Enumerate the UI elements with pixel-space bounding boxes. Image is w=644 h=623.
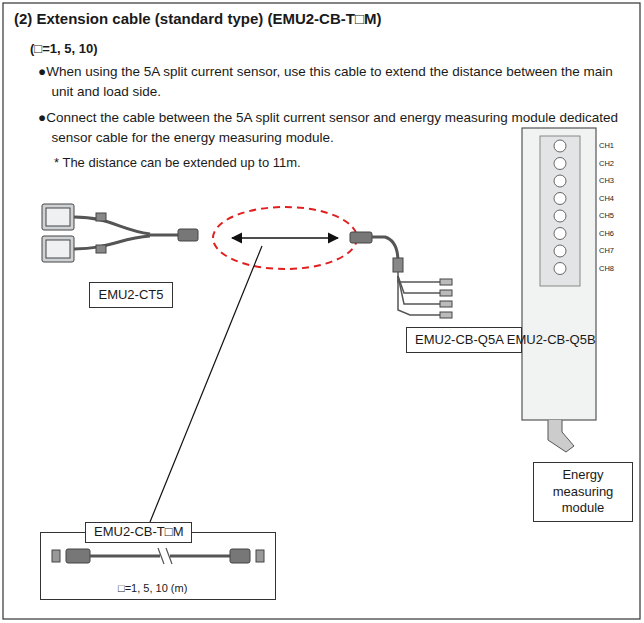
cable-group-box: EMU2-CB-T□M□=1, 5, 10 (m) [40,532,276,600]
terminal [554,193,566,205]
channel-label: CH2 [599,159,614,170]
energy-module-unit [522,128,596,452]
part-label-box: EMU2-CB-Q5A EMU2-CB-Q5B [406,327,522,354]
group-heading: EMU2-CB-T□M [85,522,192,543]
part-label-box: Energy measuring module [533,462,633,523]
terminal [554,210,566,222]
channel-label: CH3 [599,176,614,187]
current-sensor [42,204,198,262]
part-label-box: EMU2-CT5 [89,282,172,309]
bullet-note: ●Connect the cable between the 5A split … [38,108,636,147]
terminal [554,175,566,187]
terminal [554,263,566,275]
channel-label: CH8 [599,264,614,275]
part-name: EMU2-CB-Q5A EMU2-CB-Q5B [415,332,513,349]
distance-arrow [232,237,338,239]
channel-label: CH1 [599,141,614,152]
size-note: □=1, 5, 10 (m) [118,581,187,595]
terminal [554,158,566,170]
extension-cable [52,548,264,564]
sensor-cable [350,232,452,318]
subtitle: (□=1, 5, 10) [30,40,97,59]
channel-label: CH5 [599,211,614,222]
extension-area [213,207,357,269]
channel-label: CH6 [599,229,614,240]
terminal [554,228,566,240]
title: (2) Extension cable (standard type) (EMU… [14,10,381,27]
footnote: * The distance can be extended up to 11m… [54,154,301,173]
terminal [554,245,566,257]
part-name: EMU2-CT5 [98,287,163,304]
bullet-note: ●When using the 5A split current sensor,… [38,62,636,101]
part-name: Energy measuring module [542,467,624,518]
page-frame [3,3,640,619]
channel-label: CH7 [599,246,614,257]
channel-label: CH4 [599,194,614,205]
terminal [554,140,566,152]
